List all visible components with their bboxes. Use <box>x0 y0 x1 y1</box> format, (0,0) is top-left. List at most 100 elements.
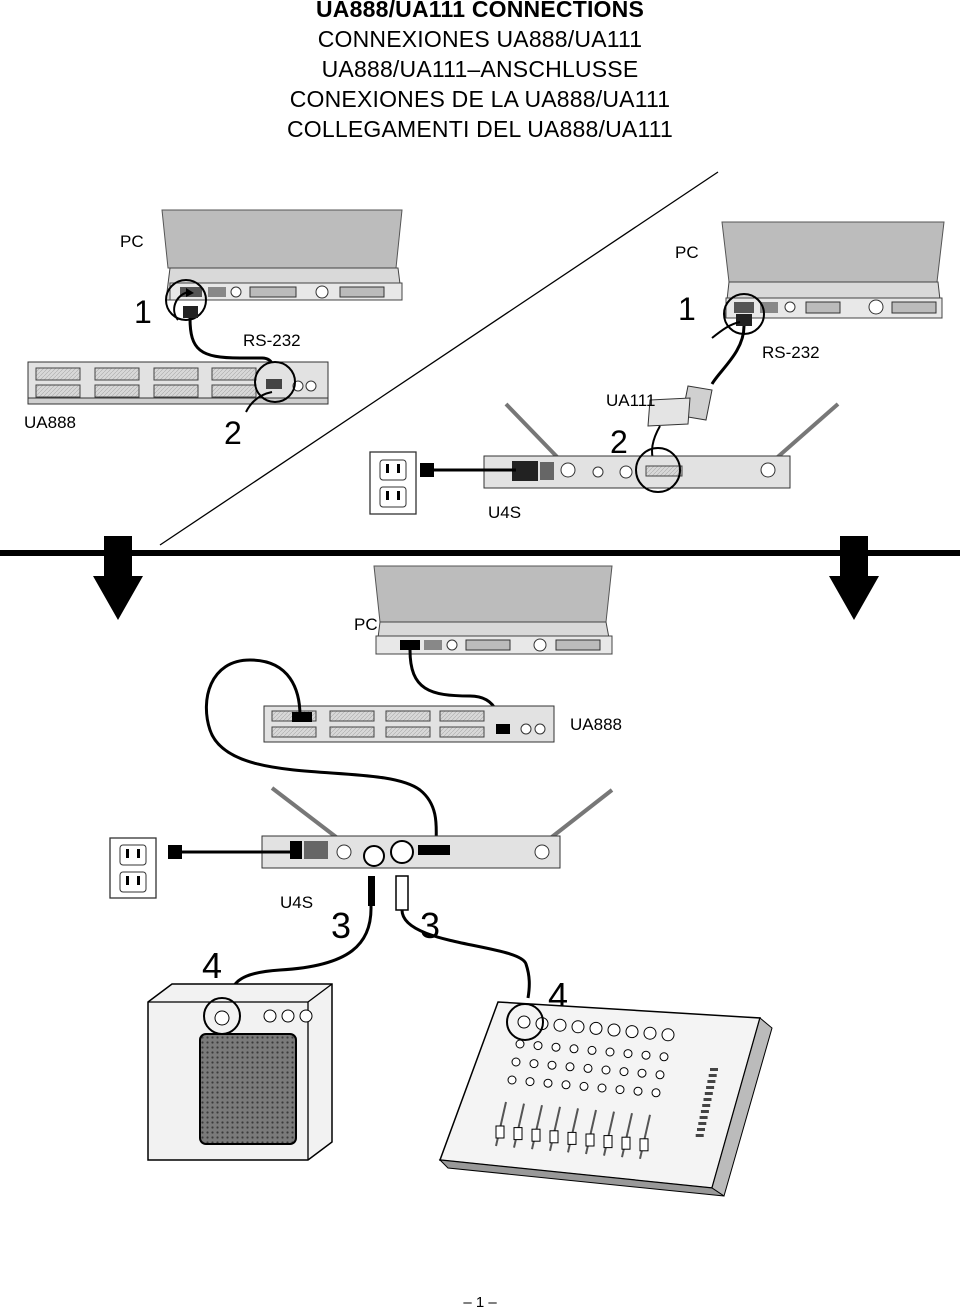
mixer-knob <box>623 1049 633 1059</box>
title-spanish: CONEXIONES DE LA UA888/UA111 <box>289 86 671 112</box>
top-right-step-2: 2 <box>610 424 628 460</box>
top-right-power-outlet <box>369 451 417 515</box>
mixer-xlr-input <box>607 1023 621 1037</box>
mixer-xlr-input <box>625 1025 639 1039</box>
top-right-ua111-adapter <box>647 385 713 427</box>
title-italian: COLLEGAMENTI DEL UA888/UA111 <box>286 116 674 142</box>
left-down-arrow <box>93 536 143 620</box>
mixer-knob <box>551 1042 561 1052</box>
top-right-rs232-label: RS-232 <box>762 343 820 362</box>
mixer-meter-led <box>702 1104 711 1107</box>
top-left-ua888-port-highlight <box>254 361 296 403</box>
mixer-fader-cap <box>567 1131 577 1145</box>
mixer-knob <box>583 1063 593 1073</box>
top-right-ua111-label: UA111 <box>606 391 655 410</box>
mixer-fader-track <box>585 1109 597 1155</box>
mixer-knob <box>641 1050 651 1060</box>
mixer-meter-led <box>700 1110 709 1113</box>
mixer-meter-led <box>708 1074 717 1077</box>
mixer-meter-led <box>703 1098 712 1101</box>
top-left-ua888-unit <box>27 361 329 405</box>
top-left-rs232-port-highlight <box>165 279 207 321</box>
bottom-ua888-unit <box>263 705 555 743</box>
bottom-pc-laptop <box>373 565 613 655</box>
bottom-u4s-label: U4S <box>280 893 313 912</box>
mixer-fader-track <box>639 1114 651 1160</box>
top-left-serial-plug-pc <box>183 306 198 318</box>
mixer-knob <box>511 1057 521 1067</box>
bottom-guitar-amplifier <box>147 983 333 1161</box>
mixer-fader-track <box>549 1106 561 1152</box>
mixer-knob <box>507 1075 517 1085</box>
mixer-xlr-input <box>571 1020 585 1034</box>
bottom-mixer-cable <box>400 909 531 999</box>
mixer-meter-led <box>704 1092 713 1095</box>
mixer-faders <box>495 1101 651 1160</box>
top-right-step-1: 1 <box>678 291 696 327</box>
mixer-fader-track <box>513 1103 525 1148</box>
bottom-amp-input-highlight <box>203 997 241 1035</box>
bottom-xlr-plug <box>395 875 409 911</box>
right-down-arrow <box>829 536 879 620</box>
page-number: – 1 – <box>463 1294 497 1311</box>
top-left-rs232-label: RS-232 <box>243 331 301 350</box>
section-divider <box>0 550 960 556</box>
top-right-u4s-port-highlight <box>635 447 681 493</box>
mixer-fader-cap <box>585 1133 595 1147</box>
bottom-jack-plug <box>368 876 375 906</box>
mixer-fader-cap <box>621 1136 631 1150</box>
bottom-pc-label: PC <box>354 615 378 634</box>
mixer-fader-cap <box>549 1130 559 1144</box>
title-english: UA888/UA111 CONNECTIONS <box>316 0 644 22</box>
bottom-step-3-right: 3 <box>420 905 440 946</box>
mixer-knob <box>587 1045 597 1055</box>
mixer-knob <box>579 1081 589 1091</box>
mixer-knob <box>633 1086 643 1096</box>
bottom-step-4-amp: 4 <box>202 945 222 986</box>
mixer-xlr-input <box>661 1028 675 1042</box>
mixer-knob <box>543 1078 553 1088</box>
mixer-fader-track <box>567 1108 579 1153</box>
mixer-knob <box>515 1039 525 1049</box>
mixer-knob <box>655 1070 665 1080</box>
top-left-step-2: 2 <box>224 415 242 451</box>
top-right-arrow-1 <box>711 321 741 339</box>
mixer-fader-track <box>495 1101 507 1147</box>
bottom-mixing-console <box>438 1001 773 1197</box>
top-right-serial-cable <box>710 325 746 385</box>
mixer-knob <box>569 1044 579 1054</box>
mixer-meter-led <box>699 1116 708 1119</box>
top-right-power-plug <box>420 463 434 477</box>
mixer-knob <box>601 1065 611 1075</box>
mixer-fader-cap <box>531 1128 541 1142</box>
mixer-xlr-input <box>553 1018 567 1032</box>
bottom-step-3-left: 3 <box>331 905 351 946</box>
bottom-ua888-label: UA888 <box>570 715 622 734</box>
mixer-fader-track <box>621 1112 633 1158</box>
mixer-meter-led <box>706 1086 715 1089</box>
mixer-knob <box>561 1080 571 1090</box>
top-left-pc-laptop <box>161 209 403 301</box>
mixer-knob <box>533 1041 543 1051</box>
mixer-knob <box>651 1088 661 1098</box>
top-left-ua888-label: UA888 <box>24 413 76 432</box>
mixer-knob <box>659 1052 669 1062</box>
bottom-u4s-receiver <box>261 786 614 869</box>
mixer-fader-cap <box>603 1135 613 1149</box>
mixer-meter-led <box>707 1080 716 1083</box>
mixer-fader-track <box>531 1104 543 1150</box>
mixer-fader-cap <box>495 1125 505 1139</box>
mixer-knob <box>637 1068 647 1078</box>
mixer-fader-cap <box>513 1127 523 1141</box>
mixer-knob <box>565 1062 575 1072</box>
title-block: UA888/UA111 CONNECTIONS CONNEXIONES UA88… <box>0 0 960 144</box>
top-right-u4s-label: U4S <box>488 503 521 522</box>
mixer-knob <box>605 1047 615 1057</box>
mixer-meter-led <box>697 1128 705 1131</box>
mixer-knob <box>525 1077 535 1087</box>
mixer-meter-led <box>695 1134 704 1137</box>
mixer-fader-cap <box>639 1138 649 1152</box>
bottom-power-outlet <box>109 837 157 899</box>
mixer-knobs <box>507 1039 718 1137</box>
